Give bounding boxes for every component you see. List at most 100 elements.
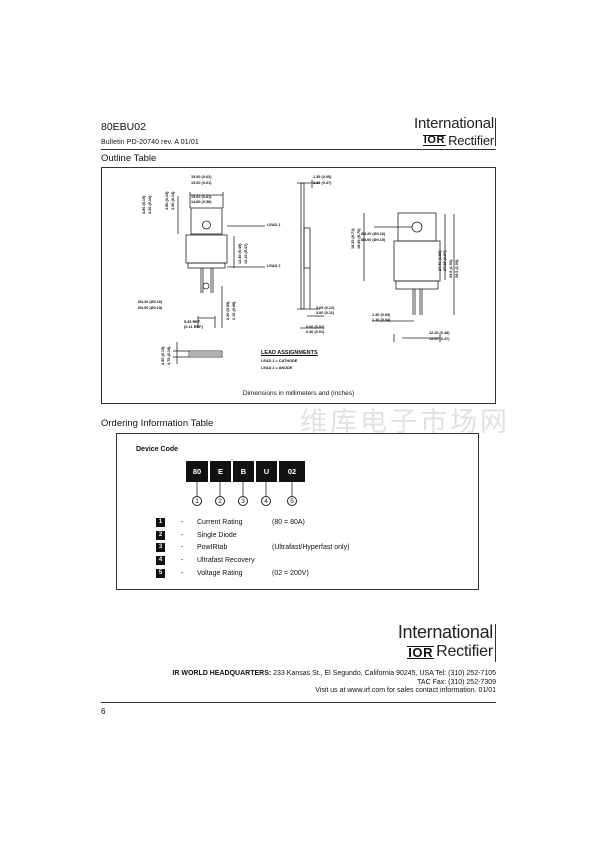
code-cell-2: E	[210, 461, 231, 482]
footer-logo-bar	[495, 624, 496, 662]
dim-mid-b: 14.80 (0.58)	[191, 200, 212, 204]
dim-side-mid-a: 3.09 (0.12)	[316, 306, 335, 310]
ir-logo-header: International IOR Rectifier	[398, 116, 494, 149]
legend-dash-3: -	[181, 543, 184, 551]
ior-mark: IOR	[422, 134, 447, 146]
dim-mid-a: 15.60 (0.61)	[191, 195, 212, 199]
legend-num-2: 2	[156, 530, 165, 540]
dim-pin-b: 2.15 (0.08)	[232, 301, 236, 320]
legend-label-2: Single Diode	[197, 531, 237, 539]
code-cell-5: 02	[279, 461, 305, 482]
front-pin-hole	[202, 282, 210, 290]
watermark-text: 维库电子市场网	[300, 407, 510, 438]
code-circle-4: 4	[261, 496, 271, 506]
header-divider	[101, 149, 496, 150]
dim-side-top-a: 1.35 (0.05)	[313, 175, 332, 179]
bulletin-info: Bulletin PD-20740 rev. A 01/01	[101, 139, 199, 146]
dim-height-a: 12.40 (0.49)	[238, 243, 242, 264]
tac-fax: TAC Fax: (310) 252-7309	[417, 678, 496, 686]
legend-note-1: (80 = 80A)	[272, 518, 305, 526]
side-body	[303, 227, 311, 269]
ordering-info-title: Ordering Information Table	[101, 418, 214, 429]
dim-ref-a: 5.45 REF.	[184, 320, 201, 324]
logo-bar	[495, 118, 496, 146]
dimensions-note: Dimensions in millimeters and (inches)	[242, 390, 355, 397]
footer-logo-rectifier: Rectifier	[436, 643, 493, 660]
legend-num-1: 1	[156, 517, 165, 527]
dim-side-bot-a: 0.60 (0.02)	[306, 325, 325, 329]
dim-r-pin-a: 1.30 (0.05)	[372, 313, 391, 317]
legend-row-2: 2 - Single Diode	[156, 530, 237, 540]
legend-dash-4: -	[181, 556, 184, 564]
device-code-label: Device Code	[136, 446, 179, 453]
code-circle-3: 3	[238, 496, 248, 506]
dim-r-h1-a: 27.46 (1.08)	[438, 250, 442, 271]
code-cell-1: 80	[186, 461, 208, 482]
legend-row-3: 3 - PowIRtab (Ultrafast/Hyperfast only)	[156, 542, 349, 552]
ordering-info-box: Device Code 80 E B U 02 1 2 3 4 5	[116, 433, 479, 590]
lead-assignments-title: LEAD ASSIGNMENTS	[261, 350, 318, 356]
front-mount-hole	[202, 220, 211, 230]
footer-divider	[101, 702, 496, 703]
outline-table-box: 15.90 (0.62) 15.60 (0.61) 15.60 (0.61) 1…	[101, 167, 496, 404]
label-lead-2: LEAD 2	[267, 264, 281, 268]
legend-label-1: Current Rating	[197, 518, 243, 526]
legend-dash-1: -	[181, 518, 184, 526]
bottom-view-body	[188, 350, 223, 358]
visit-info: Visit us at www.irf.com for sales contac…	[315, 687, 496, 695]
dim-hole-a: Ø4.20 (Ø0.16)	[138, 300, 163, 304]
legend-dash-5: -	[181, 569, 184, 577]
part-number: 80EBU02	[101, 121, 146, 133]
dim-r-width-a: 12.20 (0.48)	[429, 331, 450, 335]
dim-r-h2-b: 39.5 (1.55)	[455, 259, 459, 278]
footer-logo-word: International	[397, 622, 493, 642]
code-cell-4: U	[256, 461, 277, 482]
dim-top-b: 15.60 (0.61)	[191, 181, 212, 185]
dim-left-b: 4.20 (0.16)	[148, 195, 152, 214]
code-cell-3: B	[233, 461, 254, 482]
dim-side-bot-b: 0.40 (0.01)	[306, 330, 325, 334]
dim-top-a: 15.90 (0.62)	[191, 175, 212, 179]
hq-bold: IR WORLD HEADQUARTERS:	[172, 670, 272, 677]
right-body	[393, 240, 441, 282]
logo-rectifier: Rectifier	[448, 133, 494, 148]
ir-logo-footer: International IOR Rectifier	[380, 623, 493, 661]
legend-dash-2: -	[181, 531, 184, 539]
lead1-assignment: LEAD 1 = CATHODE	[261, 359, 298, 363]
right-body-base	[395, 280, 439, 290]
dim-r-left-a: 18.25 (0.71)	[351, 228, 355, 249]
dim-bottom-b: 4.75 (0.18)	[167, 346, 171, 365]
dim-side-mid-b: 3.00 (0.11)	[316, 311, 335, 315]
right-mount-hole	[411, 221, 423, 233]
label-lead-1: LEAD 1	[267, 223, 281, 227]
dim-left-c: 3.80 (0.15)	[165, 191, 169, 210]
hq-address: 233 Kansas St., El Segundo, California 9…	[271, 670, 496, 677]
legend-row-4: 4 - Ultrafast Recovery	[156, 555, 255, 565]
dim-r-hole-a: Ø4.20 (Ø0.16)	[361, 232, 386, 236]
page-number: 6	[101, 707, 106, 716]
dim-r-h2-a: 39.8 (1.56)	[449, 259, 453, 278]
front-body	[185, 234, 228, 264]
code-circle-5: 5	[287, 496, 297, 506]
code-circle-1: 1	[192, 496, 202, 506]
hq-line: IR WORLD HEADQUARTERS: 233 Kansas St., E…	[120, 670, 496, 679]
dim-left-d: 3.50 (0.14)	[171, 191, 175, 210]
dim-r-hole-b: Ø4.00 (Ø0.15)	[361, 238, 386, 242]
legend-num-5: 5	[156, 568, 165, 578]
dim-height-b: 12.10 (0.47)	[244, 243, 248, 264]
code-connectors	[196, 482, 293, 496]
dim-pin-a: 2.30 (0.09)	[226, 301, 230, 320]
dim-hole-b: Ø4.00 (Ø0.15)	[138, 306, 163, 310]
dim-r-h1-b: 27.25 (1.07)	[443, 250, 447, 271]
front-body-base	[187, 262, 226, 269]
dim-r-pin-b: 1.10 (0.04)	[372, 318, 391, 322]
legend-label-4: Ultrafast Recovery	[197, 556, 255, 564]
dim-r-width-b: 12.00 (0.47)	[429, 337, 450, 341]
dim-ref-b: (0.21 REF.)	[184, 325, 204, 329]
outline-drawing	[173, 180, 455, 364]
lead2-assignment: LEAD 2 = ANODE	[261, 366, 293, 370]
legend-row-1: 1 - Current Rating (80 = 80A)	[156, 517, 305, 527]
front-tab	[190, 207, 223, 235]
legend-label-3: PowIRtab	[197, 543, 228, 551]
dim-left-a: 4.80 (0.19)	[142, 195, 146, 214]
